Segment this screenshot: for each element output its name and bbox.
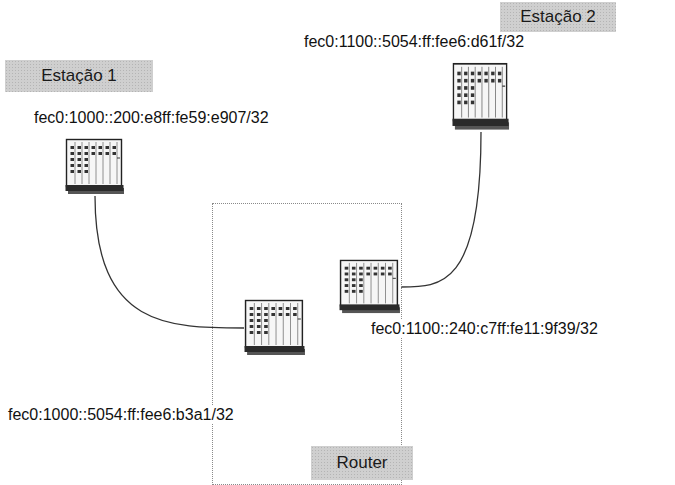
- device-icon: [244, 299, 306, 357]
- router-region: Routerfec0:1000::5054:ff:fee6:b3a1/32fec…: [212, 203, 402, 485]
- network-cable: [95, 196, 244, 328]
- device-icon: [339, 259, 401, 315]
- station-label: Estação 1: [5, 60, 153, 92]
- ipv6-address: fec0:1000::200:e8ff:fe59:e907/32: [32, 108, 271, 127]
- station-name: Estação 2: [520, 7, 596, 27]
- station-label: Estação 2: [500, 2, 616, 32]
- network-device: fec0:1100::240:c7ff:fe11:9f39/32: [339, 259, 401, 315]
- network-device: fec0:1000::200:e8ff:fe59:e907/32: [65, 138, 125, 196]
- device-icon: [452, 62, 510, 132]
- device-icon: [65, 138, 125, 196]
- network-cable: [401, 132, 481, 287]
- ipv6-address: fec0:1000::5054:ff:fee6:b3a1/32: [6, 405, 236, 424]
- network-device: fec0:1100::5054:ff:fee6:d61f/32: [452, 62, 510, 132]
- router-label: Router: [311, 446, 413, 480]
- network-device: fec0:1000::5054:ff:fee6:b3a1/32: [244, 299, 306, 357]
- ipv6-address: fec0:1100::240:c7ff:fe11:9f39/32: [369, 319, 600, 338]
- station-name: Estação 1: [41, 66, 117, 86]
- ipv6-address: fec0:1100::5054:ff:fee6:d61f/32: [302, 32, 526, 51]
